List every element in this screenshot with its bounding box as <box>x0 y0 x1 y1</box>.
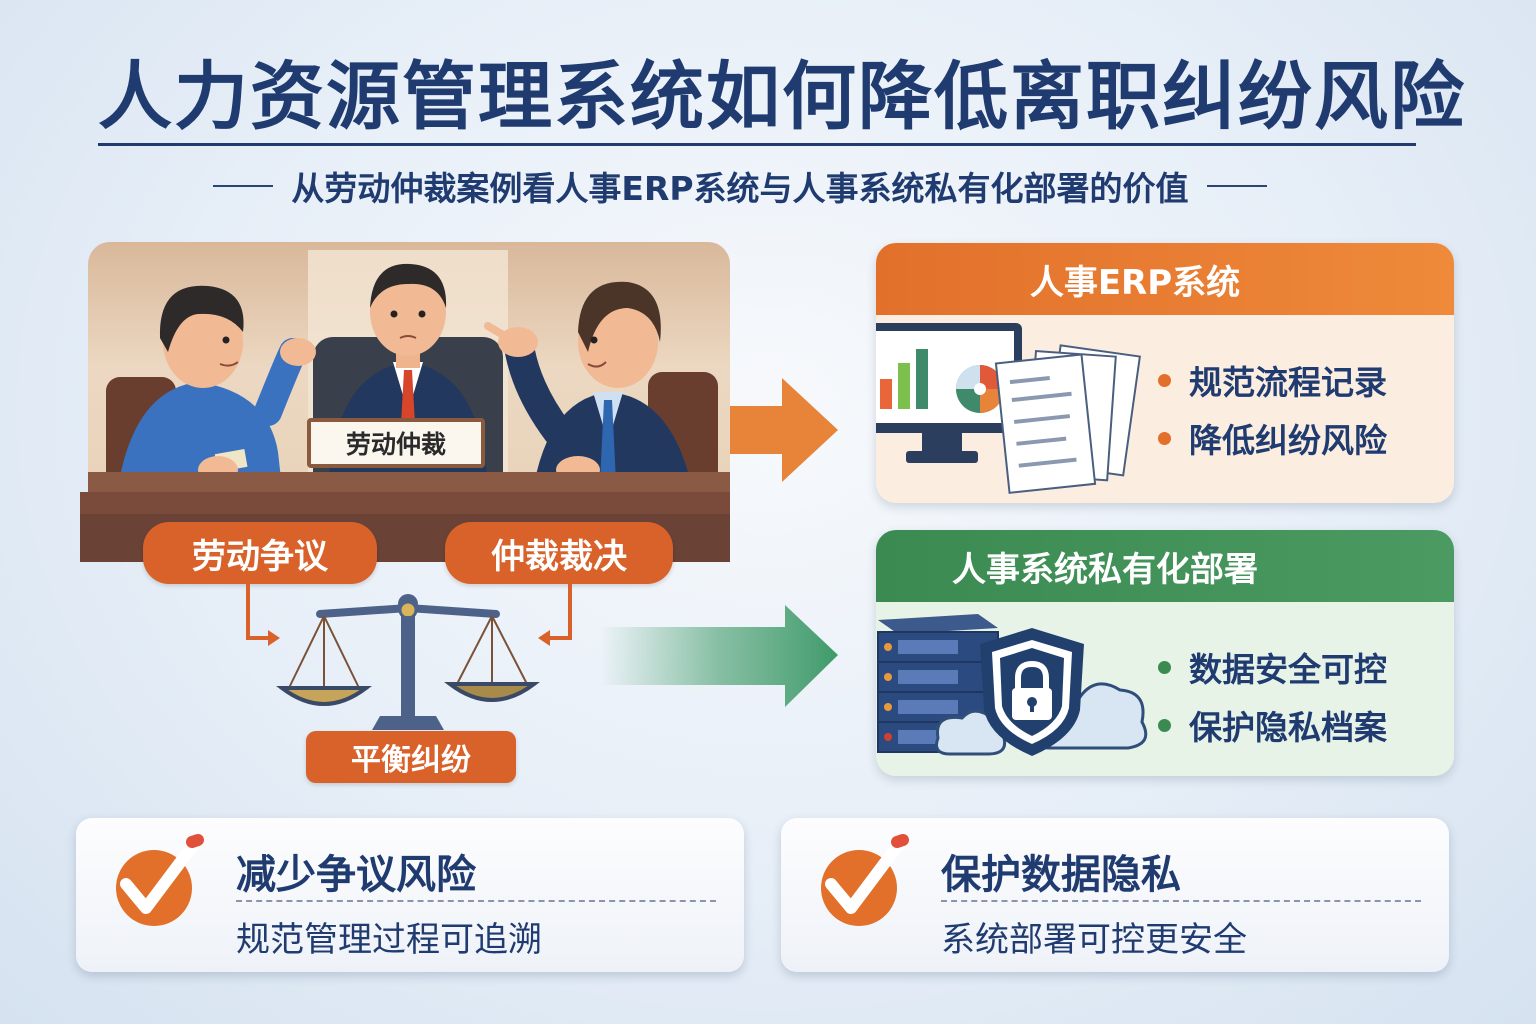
erp-bullet-text: 降低纠纷风险 <box>1189 421 1387 460</box>
label-balance-dispute: 平衡纠纷 <box>306 731 516 783</box>
scale-of-justice-icon <box>246 584 572 730</box>
label-arbitration-ruling: 仲裁裁决 <box>445 522 673 584</box>
private-bullet-item: 数据安全可控 <box>1158 638 1387 696</box>
erp-card-title: 人事ERP系统 <box>1029 262 1241 303</box>
private-deployment-card: 人事系统私有化部署 数据安全可控 保护隐私档案 <box>876 530 1454 776</box>
title-divider <box>98 143 1416 146</box>
erp-bullet-list: 规范流程记录 降低纠纷风险 <box>1158 351 1387 467</box>
outcome-box-protect-privacy: 保护数据隐私 系统部署可控更安全 <box>781 818 1449 972</box>
bullet-dot-icon <box>1158 373 1171 387</box>
green-arrow-icon <box>600 605 838 707</box>
checkmark-icon <box>116 834 204 926</box>
outcome-divider <box>236 900 716 902</box>
page-subtitle: 从劳动仲裁案例看人事ERP系统与人事系统私有化部署的价值 <box>291 169 1189 208</box>
bullet-dot-icon <box>1158 431 1171 445</box>
subtitle-dash-right <box>1206 185 1267 187</box>
private-bullet-text: 数据安全可控 <box>1189 650 1387 689</box>
subtitle-row: 从劳动仲裁案例看人事ERP系统与人事系统私有化部署的价值 <box>140 160 1340 212</box>
outcome-subtitle: 系统部署可控更安全 <box>941 920 1247 960</box>
erp-system-card: 人事ERP系统 规范流程记录 降低纠纷风险 <box>876 243 1454 503</box>
monitor-documents-icon <box>876 323 1141 494</box>
label-labor-dispute: 劳动争议 <box>143 522 377 584</box>
erp-bullet-item: 规范流程记录 <box>1158 351 1387 409</box>
orange-arrow-icon <box>730 378 838 482</box>
checkmark-icon <box>821 834 909 926</box>
outcome-divider <box>941 900 1421 902</box>
private-bullet-list: 数据安全可控 保护隐私档案 <box>1158 638 1387 754</box>
outcome-subtitle: 规范管理过程可追溯 <box>236 920 542 960</box>
erp-bullet-item: 降低纠纷风险 <box>1158 409 1387 467</box>
erp-bullet-text: 规范流程记录 <box>1189 363 1387 402</box>
outcome-box-reduce-risk: 减少争议风险 规范管理过程可追溯 <box>76 818 744 972</box>
server-shield-lock-icon <box>877 614 1148 756</box>
erp-card-header: 人事ERP系统 <box>876 243 1454 315</box>
private-card-title: 人事系统私有化部署 <box>952 549 1258 590</box>
private-bullet-text: 保护隐私档案 <box>1189 708 1387 747</box>
outcome-title: 减少争议风险 <box>236 852 476 898</box>
nameplate-label: 劳动仲裁 <box>307 418 485 468</box>
subtitle-dash-left <box>213 185 274 187</box>
bullet-dot-icon <box>1158 660 1171 674</box>
bullet-dot-icon <box>1158 718 1171 732</box>
private-bullet-item: 保护隐私档案 <box>1158 696 1387 754</box>
private-card-header: 人事系统私有化部署 <box>876 530 1454 602</box>
outcome-title: 保护数据隐私 <box>941 852 1181 898</box>
page-title: 人力资源管理系统如何降低离职纠纷风险 <box>98 54 1466 140</box>
